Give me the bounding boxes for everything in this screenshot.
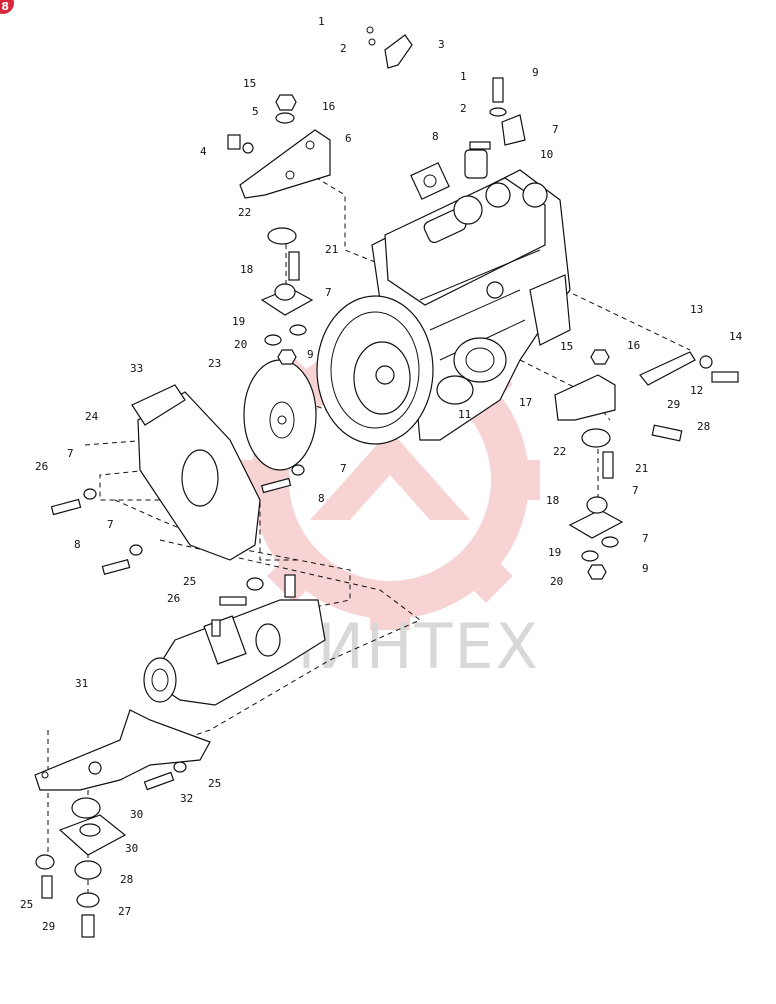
engine-block — [371, 149, 571, 441]
part-callout-2: 2 — [460, 102, 467, 115]
flywheel-disc — [243, 359, 317, 471]
part-callout-8: 8 — [74, 538, 81, 551]
part-callout-6: 6 — [345, 132, 352, 145]
part-callout-7: 7 — [67, 447, 74, 460]
part-callout-4: 4 — [200, 145, 207, 158]
part-callout-12: 12 — [690, 384, 703, 397]
support-bar — [639, 351, 739, 386]
part-callout-15: 15 — [560, 340, 573, 353]
part-callout-20: 20 — [550, 575, 563, 588]
part-callout-3: 3 — [438, 38, 445, 51]
part-callout-21: 21 — [325, 243, 338, 256]
part-callout-9: 9 — [307, 348, 314, 361]
part-callout-11: 11 — [458, 408, 471, 421]
adapter-plate — [131, 384, 261, 561]
page-badge: 8 — [0, 0, 14, 14]
part-callout-14: 14 — [729, 330, 743, 343]
engine-mount-bracket-left — [227, 94, 331, 316]
part-callout-29: 29 — [667, 398, 680, 411]
part-callout-16: 16 — [322, 100, 335, 113]
part-callout-28: 28 — [697, 420, 710, 433]
part-callout-24: 24 — [85, 410, 99, 423]
part-callout-1: 1 — [318, 15, 325, 28]
small-bracket — [366, 26, 413, 69]
engine-mount-bracket-right — [554, 349, 683, 539]
part-callout-19: 19 — [232, 315, 245, 328]
part-callout-22: 22 — [238, 206, 251, 219]
part-callout-30: 30 — [125, 842, 138, 855]
part-callout-18: 18 — [546, 494, 559, 507]
part-callout-16: 16 — [627, 339, 640, 352]
part-callout-27: 27 — [118, 905, 131, 918]
part-callout-8: 8 — [432, 130, 439, 143]
part-callout-26: 26 — [35, 460, 48, 473]
part-callout-20: 20 — [234, 338, 247, 351]
part-callout-7: 7 — [325, 286, 332, 299]
part-callout-8: 8 — [318, 492, 325, 505]
bolt-group — [35, 77, 619, 899]
part-callout-7: 7 — [552, 123, 559, 136]
part-callout-15: 15 — [243, 77, 256, 90]
part-callout-2: 2 — [340, 42, 347, 55]
part-callout-26: 26 — [167, 592, 180, 605]
pump-mount-bracket — [34, 709, 211, 791]
part-callout-25: 25 — [20, 898, 33, 911]
part-callout-23: 23 — [208, 357, 221, 370]
rubber-mount-30 — [58, 797, 127, 938]
part-callout-9: 9 — [642, 562, 649, 575]
part-callout-7: 7 — [642, 532, 649, 545]
part-callout-7: 7 — [340, 462, 347, 475]
part-callout-18: 18 — [240, 263, 253, 276]
part-callout-29: 29 — [42, 920, 55, 933]
part-callout-19: 19 — [548, 546, 561, 559]
part-callout-25: 25 — [183, 575, 196, 588]
flywheel-housing — [316, 295, 434, 445]
part-callout-22: 22 — [553, 445, 566, 458]
hydraulic-pump — [143, 574, 326, 706]
part-callout-7: 7 — [632, 484, 639, 497]
part-callout-5: 5 — [252, 105, 259, 118]
part-callout-1: 1 — [460, 70, 467, 83]
part-callout-30: 30 — [130, 808, 143, 821]
part-callout-7: 7 — [107, 518, 114, 531]
part-callout-9: 9 — [532, 66, 539, 79]
part-callout-17: 17 — [519, 396, 532, 409]
part-callout-25: 25 — [208, 777, 221, 790]
part-callout-33: 33 — [130, 362, 143, 375]
part-callout-21: 21 — [635, 462, 648, 475]
part-callout-10: 10 — [540, 148, 553, 161]
part-callout-32: 32 — [180, 792, 193, 805]
part-callout-28: 28 — [120, 873, 133, 886]
part-callout-13: 13 — [690, 303, 703, 316]
part-callout-31: 31 — [75, 677, 88, 690]
